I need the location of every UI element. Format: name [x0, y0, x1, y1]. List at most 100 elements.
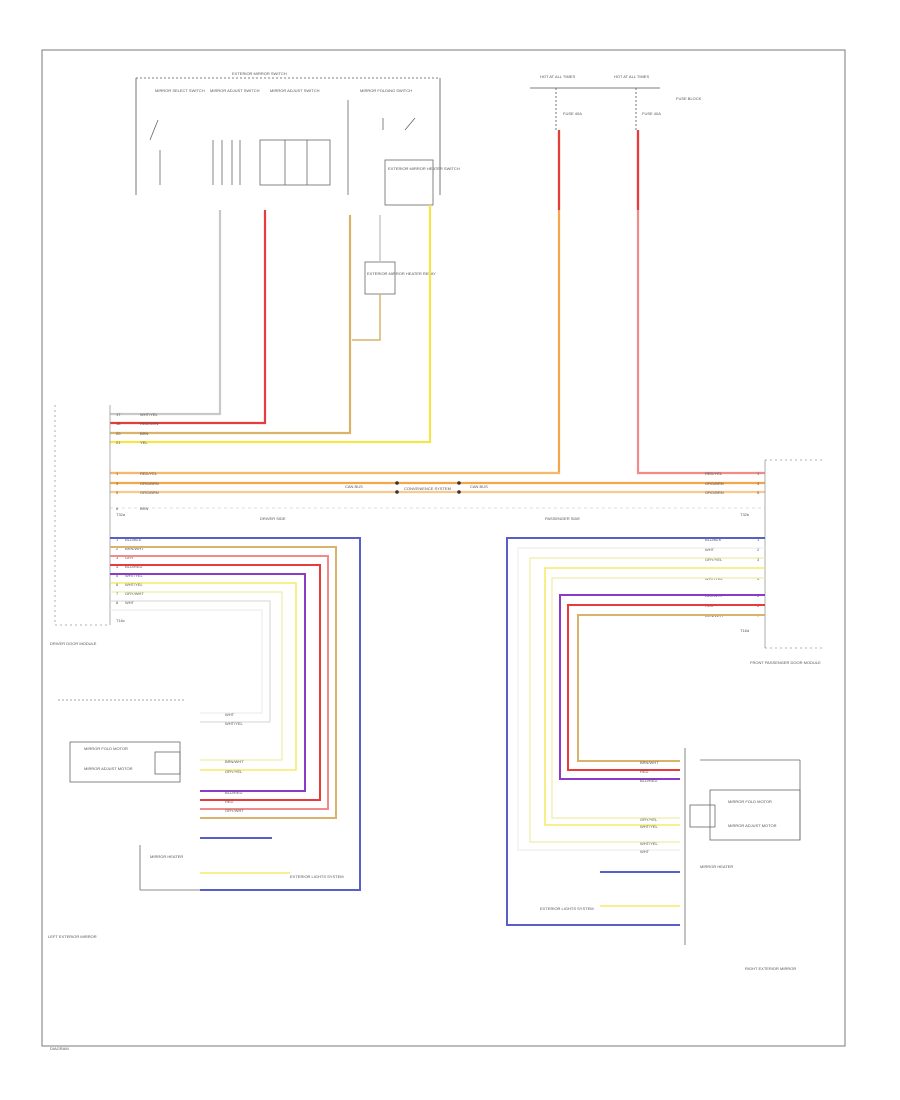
left-mirror-title: LEFT EXTERIOR MIRROR	[48, 934, 97, 939]
can-side-right: PASSENGER SIDE	[545, 516, 580, 521]
svg-text:BLU/RED: BLU/RED	[640, 778, 657, 783]
svg-text:17: 17	[116, 412, 121, 417]
svg-text:RED/YEL: RED/YEL	[140, 471, 158, 476]
wire-relay-out	[352, 294, 381, 341]
wire-brown-top	[110, 215, 352, 435]
svg-text:20: 20	[116, 431, 121, 436]
top-wires	[110, 130, 765, 475]
wire-white-top	[110, 210, 222, 416]
svg-text:GRY: GRY	[125, 555, 134, 560]
svg-text:1: 1	[757, 537, 760, 542]
left-pins-top: 17 WHT/YEL 18 RED/GRN 20 BRN 21 YEL	[116, 412, 159, 445]
svg-text:21: 21	[116, 440, 121, 445]
svg-text:3: 3	[757, 481, 760, 486]
svg-text:BLU/RED: BLU/RED	[225, 790, 242, 795]
svg-text:GRY/YEL: GRY/YEL	[225, 769, 243, 774]
left-pins-bottom: 1 BLU/BLK 2 BRN/WHT 3 GRY 4 BLU/RED 5 WH…	[116, 537, 144, 605]
switch-sub-3: MIRROR ADJUST SWITCH	[270, 88, 320, 93]
can-label-middle: CONVENIENCE SYSTEM	[404, 486, 451, 491]
svg-text:YEL: YEL	[140, 440, 148, 445]
right-mirror-heater: MIRROR HEATER	[700, 864, 733, 869]
fuse-block-label: FUSE BLOCK	[676, 96, 702, 101]
svg-text:BLU/RED: BLU/RED	[125, 564, 142, 569]
svg-text:BRN: BRN	[140, 431, 149, 436]
svg-text:GRY/YEL: GRY/YEL	[640, 817, 658, 822]
svg-text:1: 1	[116, 471, 119, 476]
left-conn-a: T32a	[116, 512, 126, 517]
svg-text:3: 3	[757, 557, 760, 562]
svg-text:WHT: WHT	[705, 547, 715, 552]
svg-text:WHT/YEL: WHT/YEL	[125, 573, 144, 578]
svg-text:5: 5	[116, 573, 119, 578]
right-mirror-motor2: MIRROR ADJUST MOTOR	[728, 823, 777, 828]
svg-text:RED: RED	[640, 769, 649, 774]
svg-text:BLU/BLK: BLU/BLK	[125, 537, 142, 542]
diagram-frame	[41, 49, 846, 1047]
can-label-right: CAN BUS	[470, 484, 488, 489]
svg-text:GRY/YEL: GRY/YEL	[705, 557, 723, 562]
wire-orange-fuse	[110, 130, 561, 475]
right-pins-mid: RED/YEL 1 ORG/BRN 3 ORG/BRN 5	[705, 471, 760, 495]
left-mirror-motor2: MIRROR ADJUST MOTOR	[84, 766, 133, 771]
exterior-mirror-switch: EXTERIOR MIRROR SWITCH MIRROR SELECT SWI…	[135, 71, 460, 295]
svg-text:WHT/YEL: WHT/YEL	[640, 841, 659, 846]
heater-switch-label: EXTERIOR MIRROR HEATER SWITCH	[388, 166, 460, 171]
svg-text:BRN/WHT: BRN/WHT	[125, 546, 144, 551]
svg-text:ORG/BRN: ORG/BRN	[140, 490, 159, 495]
svg-text:BRN: BRN	[140, 506, 149, 511]
can-bus	[110, 472, 765, 509]
svg-text:WHT/YEL: WHT/YEL	[225, 721, 244, 726]
svg-text:1: 1	[757, 471, 760, 476]
hot-all-label: HOT AT ALL TIMES	[614, 74, 649, 79]
left-pins-mid: 1 RED/YEL 3 ORG/BRN 5 ORG/BRN 6 BRN	[116, 471, 159, 511]
hot-run-label: HOT AT ALL TIMES	[540, 74, 575, 79]
left-module-name: DRIVER DOOR MODULE	[50, 641, 97, 646]
svg-text:RED/YEL: RED/YEL	[705, 471, 723, 476]
right-mirror-lights: EXTERIOR LIGHTS SYSTEM	[540, 906, 594, 911]
left-conn-b: T16c	[116, 618, 125, 623]
svg-text:1: 1	[116, 537, 119, 542]
left-door-module: DRIVER DOOR MODULE T32a T16c 17 WHT/YEL …	[50, 405, 159, 646]
right-conn-a: T32b	[740, 512, 750, 517]
wire-pink-fuse	[636, 130, 765, 475]
svg-text:WHT: WHT	[225, 712, 235, 717]
footer-note: DIAGRAM	[50, 1046, 69, 1051]
svg-text:ORG/BRN: ORG/BRN	[705, 481, 724, 486]
can-side-left: DRIVER SIDE	[260, 516, 286, 521]
heater-relay-label: EXTERIOR MIRROR HEATER RELAY	[367, 271, 436, 276]
svg-text:RED/GRN: RED/GRN	[140, 421, 159, 426]
svg-text:WHT: WHT	[640, 849, 650, 854]
right-conn-b: T16d	[740, 628, 749, 633]
svg-text:3: 3	[116, 481, 119, 486]
can-label-left: CAN BUS	[345, 484, 363, 489]
svg-text:BRN/WHT: BRN/WHT	[640, 760, 659, 765]
left-mirror-heater: MIRROR HEATER	[150, 854, 183, 859]
right-output-wires	[506, 537, 765, 926]
svg-text:BRN/WHT: BRN/WHT	[225, 759, 244, 764]
svg-text:ORG/BRN: ORG/BRN	[140, 481, 159, 486]
fuse-area: HOT AT ALL TIMES HOT AT ALL TIMES FUSE 4…	[530, 74, 702, 130]
svg-text:5: 5	[116, 490, 119, 495]
svg-text:3: 3	[116, 555, 119, 560]
svg-text:6: 6	[116, 506, 119, 511]
right-exterior-mirror: MIRROR FOLD MOTOR MIRROR ADJUST MOTOR MI…	[540, 748, 801, 971]
right-module-name: FRONT PASSENGER DOOR MODULE	[750, 660, 821, 665]
svg-text:RED: RED	[225, 799, 234, 804]
right-door-module: FRONT PASSENGER DOOR MODULE T32b T16d RE…	[705, 459, 825, 665]
left-mirror-motor1: MIRROR FOLD MOTOR	[84, 746, 128, 751]
wire-red-top	[110, 210, 267, 425]
left-output-wires	[110, 537, 361, 891]
svg-text:7: 7	[116, 591, 119, 596]
switch-title: EXTERIOR MIRROR SWITCH	[232, 71, 287, 76]
svg-text:18: 18	[116, 421, 121, 426]
right-mirror-motor1: MIRROR FOLD MOTOR	[728, 799, 772, 804]
svg-text:6: 6	[116, 582, 119, 587]
right-mirror-title: RIGHT EXTERIOR MIRROR	[745, 966, 796, 971]
svg-text:2: 2	[757, 547, 760, 552]
svg-text:GRY/WHT: GRY/WHT	[225, 808, 244, 813]
svg-text:WHT/YEL: WHT/YEL	[140, 412, 159, 417]
left-exterior-mirror: MIRROR FOLD MOTOR MIRROR ADJUST MOTOR MI…	[48, 699, 344, 939]
wire-yellow-top	[110, 205, 432, 444]
svg-text:BLU/BLK: BLU/BLK	[705, 537, 722, 542]
